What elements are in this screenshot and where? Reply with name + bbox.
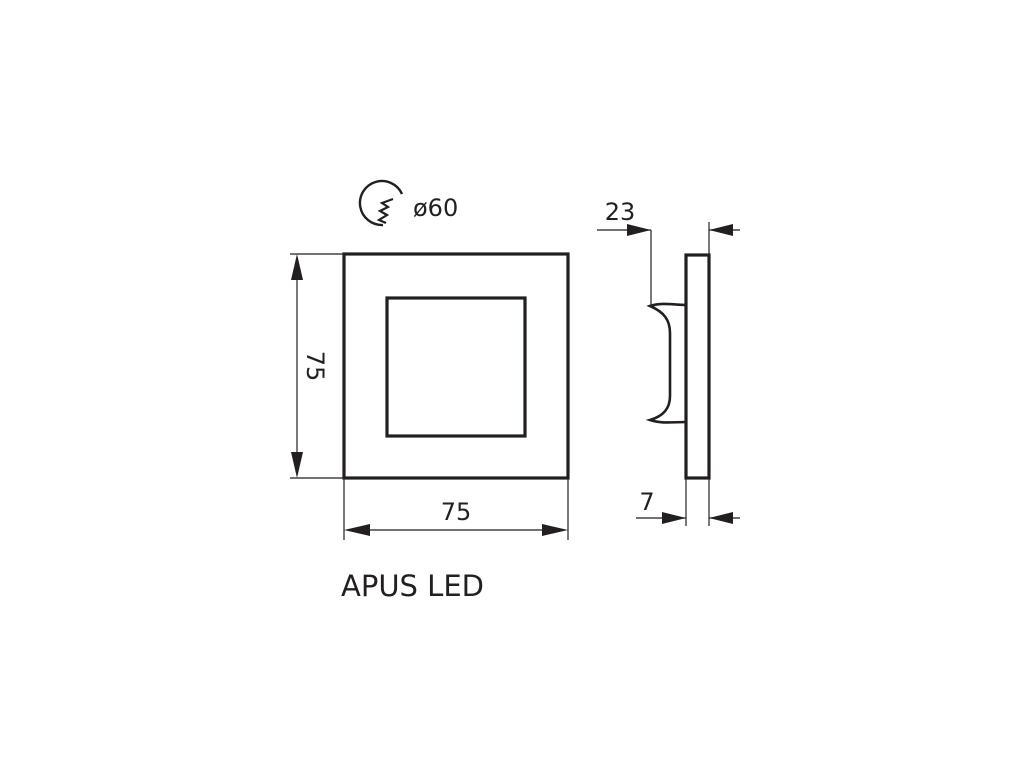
inner-diffuser (385, 296, 527, 438)
hole-diameter-label: ø60 (413, 194, 458, 222)
hole-saw-icon (358, 179, 404, 227)
width-label: 75 (441, 498, 472, 526)
depth-dimension (597, 222, 740, 306)
side-view: 23 7 (597, 198, 740, 526)
thickness-dimension (636, 478, 740, 526)
front-view: 75 75 (290, 252, 570, 540)
height-dimension (290, 253, 344, 479)
spring-clip (645, 302, 687, 424)
depth-label: 23 (605, 198, 636, 226)
outer-frame (342, 252, 570, 480)
height-label: 75 (301, 351, 329, 382)
side-frame (684, 253, 711, 480)
product-name: APUS LED (341, 569, 484, 603)
width-dimension (343, 478, 569, 540)
thickness-label: 7 (639, 488, 654, 516)
